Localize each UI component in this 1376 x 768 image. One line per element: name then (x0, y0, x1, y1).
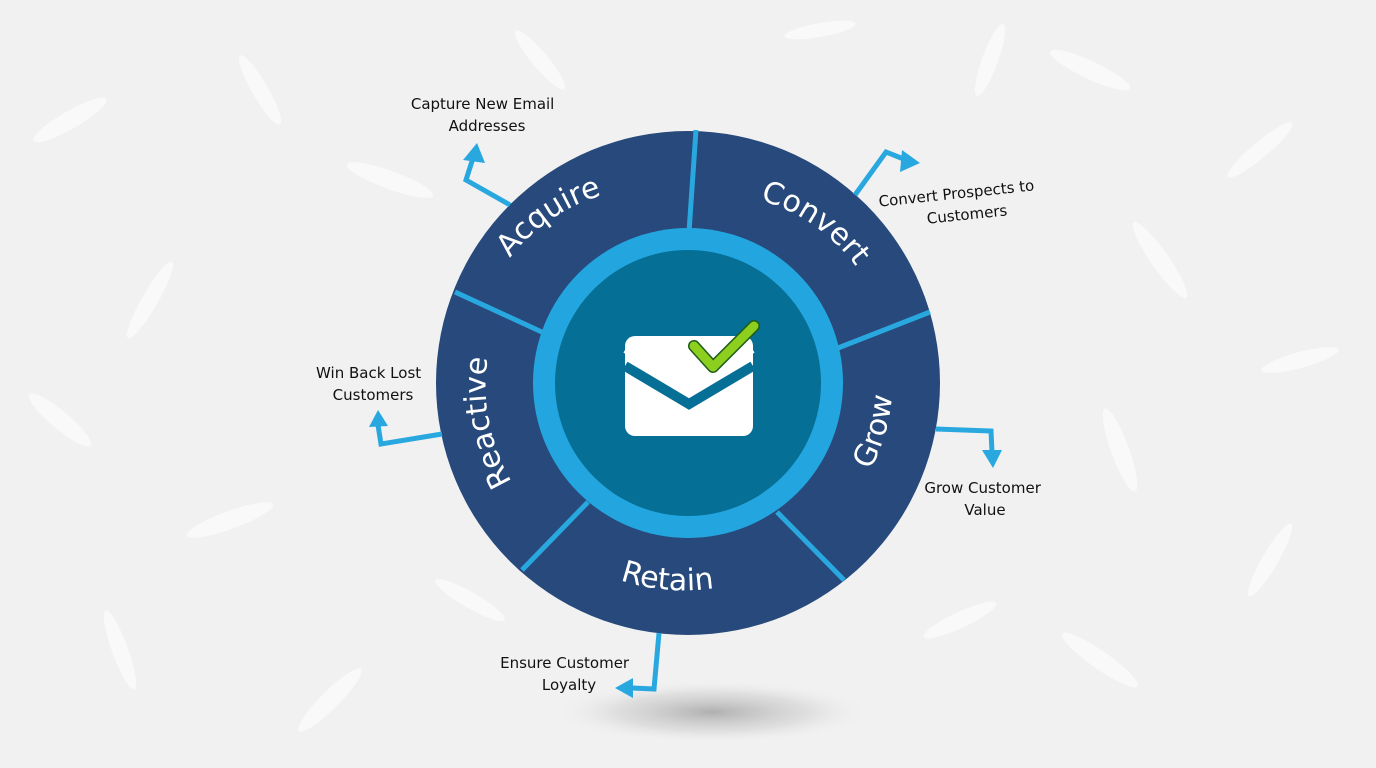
email-check-icon (622, 320, 760, 436)
outcome-grow: Grow Customer Value (924, 479, 1045, 519)
outcome-acquire: Capture New Email Addresses (411, 95, 559, 135)
outcome-retain: Ensure Customer Loyalty (500, 654, 634, 694)
segment-dividers (453, 129, 931, 582)
floor-shadow (552, 680, 872, 744)
outcome-reactive: Win Back Lost Customers (316, 364, 426, 404)
arrow-reactive (369, 410, 443, 447)
outcome-convert: Convert Prospects to Customers (878, 176, 1042, 233)
arrow-grow (935, 426, 1002, 468)
background-leaves (28, 20, 1339, 732)
arrow-acquire (463, 143, 512, 208)
arrow-retain (615, 632, 662, 698)
arrow-convert (852, 148, 920, 197)
